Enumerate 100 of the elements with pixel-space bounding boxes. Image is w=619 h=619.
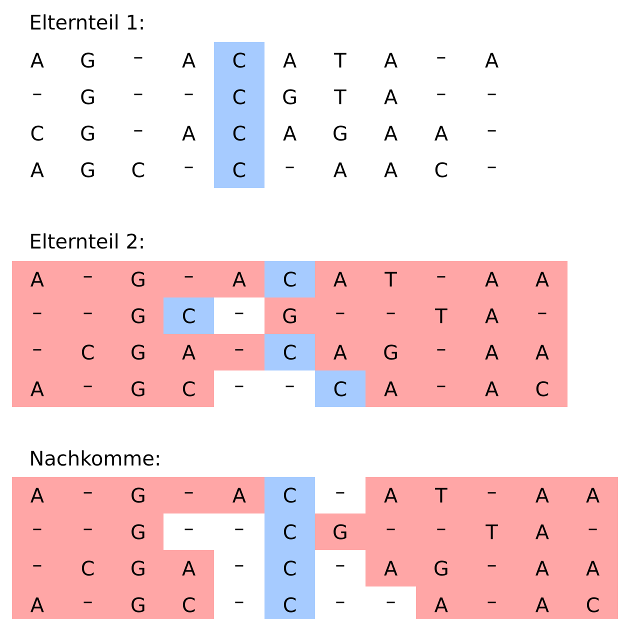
alignment-cell: –: [62, 298, 113, 334]
alignment-cell: A: [12, 586, 62, 619]
alignment-cell: G: [113, 298, 164, 334]
alignment-cell: –: [134, 130, 142, 132]
alignment-cell: G: [113, 334, 164, 370]
alignment-cell: –: [214, 334, 264, 370]
alignment-cell: –: [488, 166, 496, 168]
alignment-cell: –: [184, 94, 193, 96]
alignment-cell: –: [184, 166, 193, 168]
alignment-cell: –: [488, 94, 496, 96]
heading: Elternteil 2:: [31, 233, 143, 249]
alignment-cell: –: [366, 514, 416, 550]
alignment-cell: A: [517, 334, 568, 370]
alignment-cell: –: [134, 94, 142, 96]
alignment-cell: C: [214, 115, 264, 152]
alignment-cell: –: [33, 94, 42, 96]
alignment-cell: A: [416, 586, 466, 619]
alignment-cell: –: [386, 602, 395, 604]
alignment-cell: –: [336, 602, 344, 604]
alignment-cell: C: [31, 126, 44, 141]
alignment-cell: C: [568, 586, 618, 619]
alignment-cell: A: [30, 162, 44, 178]
alignment-cell: A: [517, 586, 568, 619]
alignment-cell: A: [214, 477, 264, 514]
alignment-cell: –: [466, 550, 517, 586]
alignment-cell: –: [62, 514, 113, 550]
alignment-cell: A: [12, 370, 62, 407]
alignment-cell: C: [214, 42, 264, 78]
alignment-cell: –: [235, 312, 244, 314]
alignment-cell: A: [12, 477, 62, 514]
alignment-cell: C: [435, 162, 448, 178]
alignment-cell: T: [466, 514, 517, 550]
alignment-cell: A: [214, 261, 264, 298]
alignment-cell: A: [182, 126, 196, 140]
alignment-cell: –: [416, 261, 466, 298]
alignment-cell: A: [466, 298, 517, 334]
alignment-cell: G: [81, 162, 94, 178]
alignment-cell: –: [164, 261, 214, 298]
alignment-cell: T: [334, 52, 346, 68]
alignment-cell: A: [517, 477, 568, 514]
alignment-cell: –: [366, 298, 416, 334]
alignment-cell: –: [62, 586, 113, 619]
alignment-cell: A: [384, 162, 398, 178]
alignment-cell: A: [434, 126, 448, 140]
alignment-cell: –: [12, 550, 62, 586]
alignment-cell: –: [488, 130, 496, 132]
alignment-cell: A: [568, 477, 618, 514]
alignment-cell: A: [568, 550, 618, 586]
alignment-cell: T: [416, 298, 466, 334]
alignment-cell: G: [113, 370, 164, 407]
alignment-cell: C: [214, 78, 264, 115]
alignment-cell: G: [113, 550, 164, 586]
alignment-cell: C: [264, 477, 315, 514]
alignment-cell: T: [366, 261, 416, 298]
alignment-cell: G: [113, 514, 164, 550]
heading: Elternteil 1:: [31, 14, 143, 30]
alignment-cell: –: [568, 514, 618, 550]
alignment-cell: G: [81, 126, 94, 141]
alignment-cell: G: [366, 334, 416, 370]
alignment-cell: A: [164, 334, 214, 370]
alignment-cell: A: [164, 550, 214, 586]
alignment-cell: A: [466, 370, 517, 407]
alignment-cell: C: [62, 334, 113, 370]
alignment-cell: G: [113, 586, 164, 619]
alignment-cell: C: [315, 370, 366, 407]
alignment-cell: A: [283, 126, 296, 140]
alignment-cell: C: [517, 370, 568, 407]
alignment-cell: –: [235, 528, 244, 530]
alignment-cell: –: [12, 514, 62, 550]
alignment-cell: C: [264, 334, 315, 370]
alignment-cell: C: [164, 298, 214, 334]
alignment-cell: –: [184, 528, 193, 530]
alignment-cell: –: [62, 370, 113, 407]
alignment-cell: G: [113, 477, 164, 514]
alignment-cell: –: [315, 298, 366, 334]
alignment-cell: –: [286, 386, 294, 388]
alignment-cell: G: [416, 550, 466, 586]
alignment-cell: C: [132, 162, 144, 178]
alignment-cell: –: [416, 370, 466, 407]
alignment-cell: A: [283, 52, 296, 68]
alignment-cell: T: [416, 477, 466, 514]
alignment-cell: T: [334, 90, 346, 104]
alignment-cell: C: [264, 514, 315, 550]
alignment-cell: –: [235, 386, 244, 388]
alignment-cell: G: [81, 89, 94, 104]
alignment-cell: G: [334, 126, 346, 141]
alignment-cell: –: [336, 492, 344, 494]
alignment-cell: A: [366, 370, 416, 407]
alignment-cell: –: [12, 334, 62, 370]
alignment-cell: A: [334, 162, 347, 178]
alignment-cell: –: [235, 565, 244, 567]
alignment-cell: C: [62, 550, 113, 586]
alignment-cell: A: [517, 261, 568, 298]
alignment-cell: A: [466, 261, 517, 298]
alignment-cell: A: [517, 514, 568, 550]
alignment-cell: G: [81, 52, 94, 68]
alignment-cell: G: [113, 261, 164, 298]
alignment-cell: –: [437, 57, 446, 59]
heading: Nachkomme:: [31, 450, 159, 466]
alignment-cell: –: [134, 57, 142, 59]
